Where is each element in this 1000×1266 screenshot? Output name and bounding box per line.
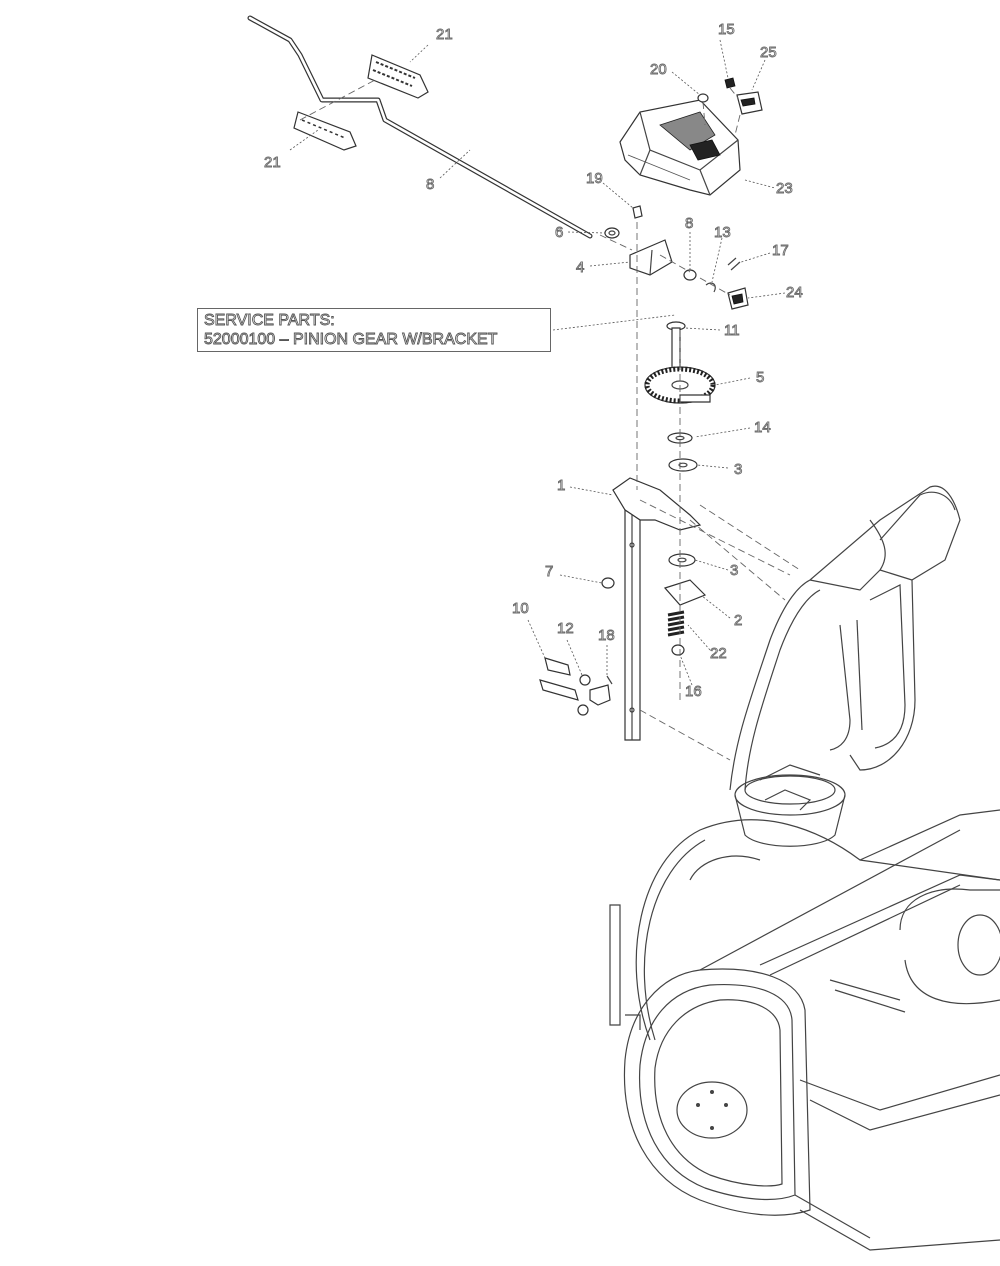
callout-13: 13 [714, 224, 732, 241]
callout-1: 1 [557, 477, 566, 494]
callout-24: 24 [786, 284, 804, 301]
service-parts-item: 52000100 – PINION GEAR W/BRACKET [204, 331, 498, 348]
callout-23: 23 [776, 180, 794, 197]
chute-bracket-1 [612, 477, 702, 741]
callout-14: 14 [754, 419, 772, 436]
callout-6: 6 [555, 224, 564, 241]
callout-17: 17 [772, 242, 790, 259]
callout-25: 25 [760, 44, 778, 61]
callout-3-lower: 3 [730, 562, 739, 579]
callout-10: 10 [512, 600, 530, 617]
callout-12: 12 [557, 620, 575, 637]
chute-deflector-cap [619, 99, 741, 196]
callout-11: 11 [724, 322, 740, 339]
hardware-15 [724, 77, 736, 89]
service-parts-note: SERVICE PARTS: 52000100 – PINION GEAR W/… [197, 308, 551, 352]
auger-housing [609, 809, 1000, 1251]
nut-16 [671, 644, 685, 656]
callout-19: 19 [586, 170, 604, 187]
clamp-18 [589, 675, 613, 706]
handle-grip-lower [293, 111, 357, 151]
handle-grip-upper [367, 54, 429, 99]
plate-2 [663, 579, 707, 606]
washer-6 [604, 227, 620, 239]
washer-3-upper [668, 458, 698, 472]
pivot-pin-11 [666, 321, 686, 369]
callout-8-nut: 8 [685, 215, 694, 232]
washer-3-lower [668, 553, 696, 567]
callout-18: 18 [598, 627, 616, 644]
leader-lines [289, 39, 786, 686]
callout-3-upper: 3 [734, 461, 743, 478]
bolt-10-lower [539, 679, 579, 701]
callout-16: 16 [685, 683, 703, 700]
discharge-chute [729, 485, 961, 847]
bolt-10-upper [544, 657, 571, 676]
callout-4: 4 [576, 259, 585, 276]
callout-21-lower: 21 [264, 154, 282, 171]
callout-2: 2 [734, 612, 743, 629]
callout-15: 15 [718, 21, 736, 38]
chute-crank-rod [247, 15, 593, 239]
pin-17 [727, 257, 741, 271]
nut-12 [577, 674, 591, 716]
callout-7: 7 [545, 563, 554, 580]
pinion-bracket-24 [727, 287, 749, 310]
hardware-20 [697, 93, 709, 103]
mounting-bracket-4 [629, 239, 673, 276]
hardware-19 [632, 205, 643, 219]
spring-22 [667, 610, 685, 637]
callout-20: 20 [650, 61, 668, 78]
callout-5: 5 [756, 369, 765, 386]
hardware-25 [736, 91, 763, 115]
callout-21-upper: 21 [436, 26, 454, 43]
callout-22: 22 [710, 645, 728, 662]
service-parts-title: SERVICE PARTS: [204, 312, 336, 329]
assembly-guides [299, 79, 801, 761]
callout-8-rod: 8 [426, 176, 435, 193]
washer-7 [601, 577, 615, 589]
clip-13 [705, 282, 716, 293]
